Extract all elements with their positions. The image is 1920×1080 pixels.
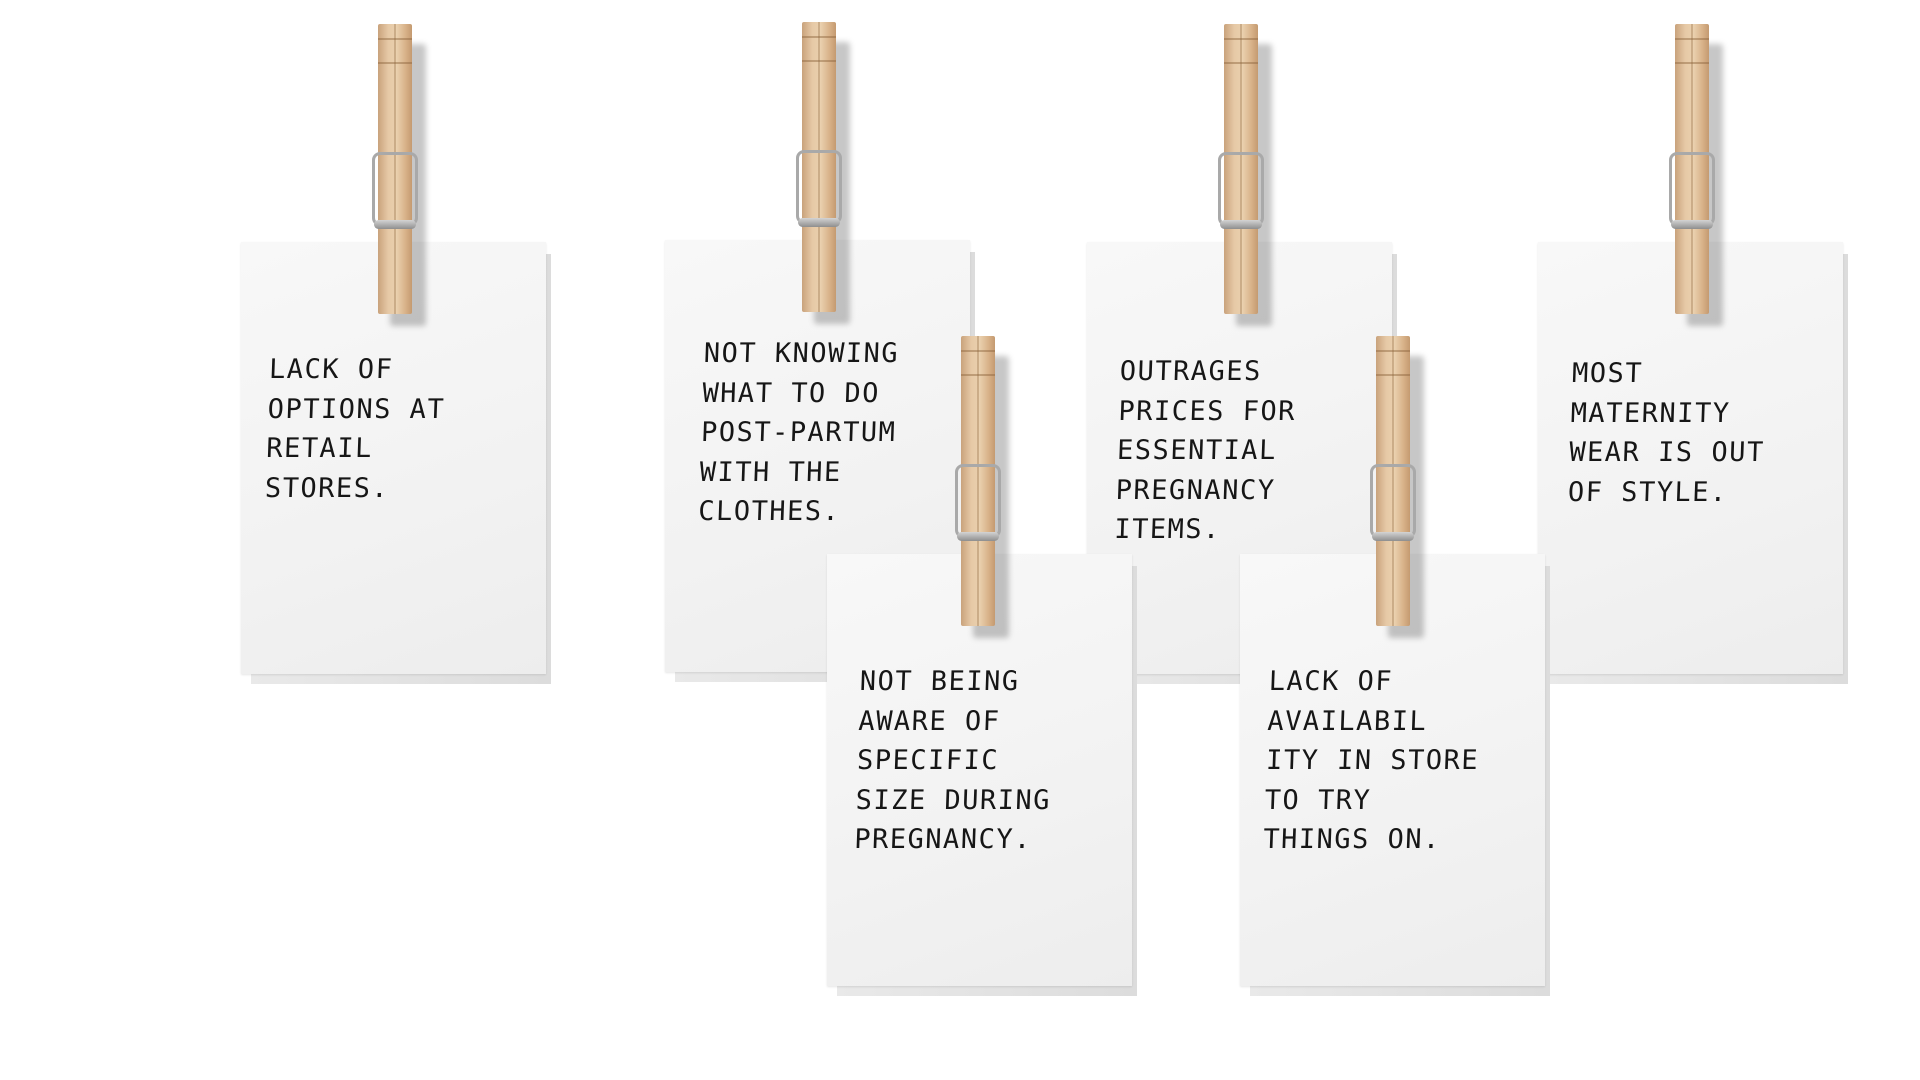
note-text: LACK OF OPTIONS AT RETAIL STORES. <box>264 354 446 504</box>
note-card: LACK OF OPTIONS AT RETAIL STORES. <box>241 242 551 684</box>
note-card: NOT BEING AWARE OF SPECIFIC SIZE DURING … <box>827 554 1137 996</box>
clothespin-icon <box>1370 336 1430 638</box>
clothespin-icon <box>1669 24 1729 326</box>
note-card: LACK OF AVAILABIL ITY IN STORE TO TRY TH… <box>1240 554 1550 996</box>
note-text: NOT KNOWING WHAT TO DO POST-PARTUM WITH … <box>697 338 900 527</box>
clothespin-icon <box>796 22 856 324</box>
note-text: OUTRAGES PRICES FOR ESSENTIAL PREGNANCY … <box>1113 356 1297 545</box>
note-text: MOST MATERNITY WEAR IS OUT OF STYLE. <box>1567 358 1766 508</box>
clothespin-icon <box>1218 24 1278 326</box>
note-text: LACK OF AVAILABIL ITY IN STORE TO TRY TH… <box>1262 666 1480 855</box>
clothespin-icon <box>372 24 432 326</box>
note-card: MOST MATERNITY WEAR IS OUT OF STYLE. <box>1538 242 1848 684</box>
clothespin-icon <box>955 336 1015 638</box>
note-text: NOT BEING AWARE OF SPECIFIC SIZE DURING … <box>853 666 1052 855</box>
